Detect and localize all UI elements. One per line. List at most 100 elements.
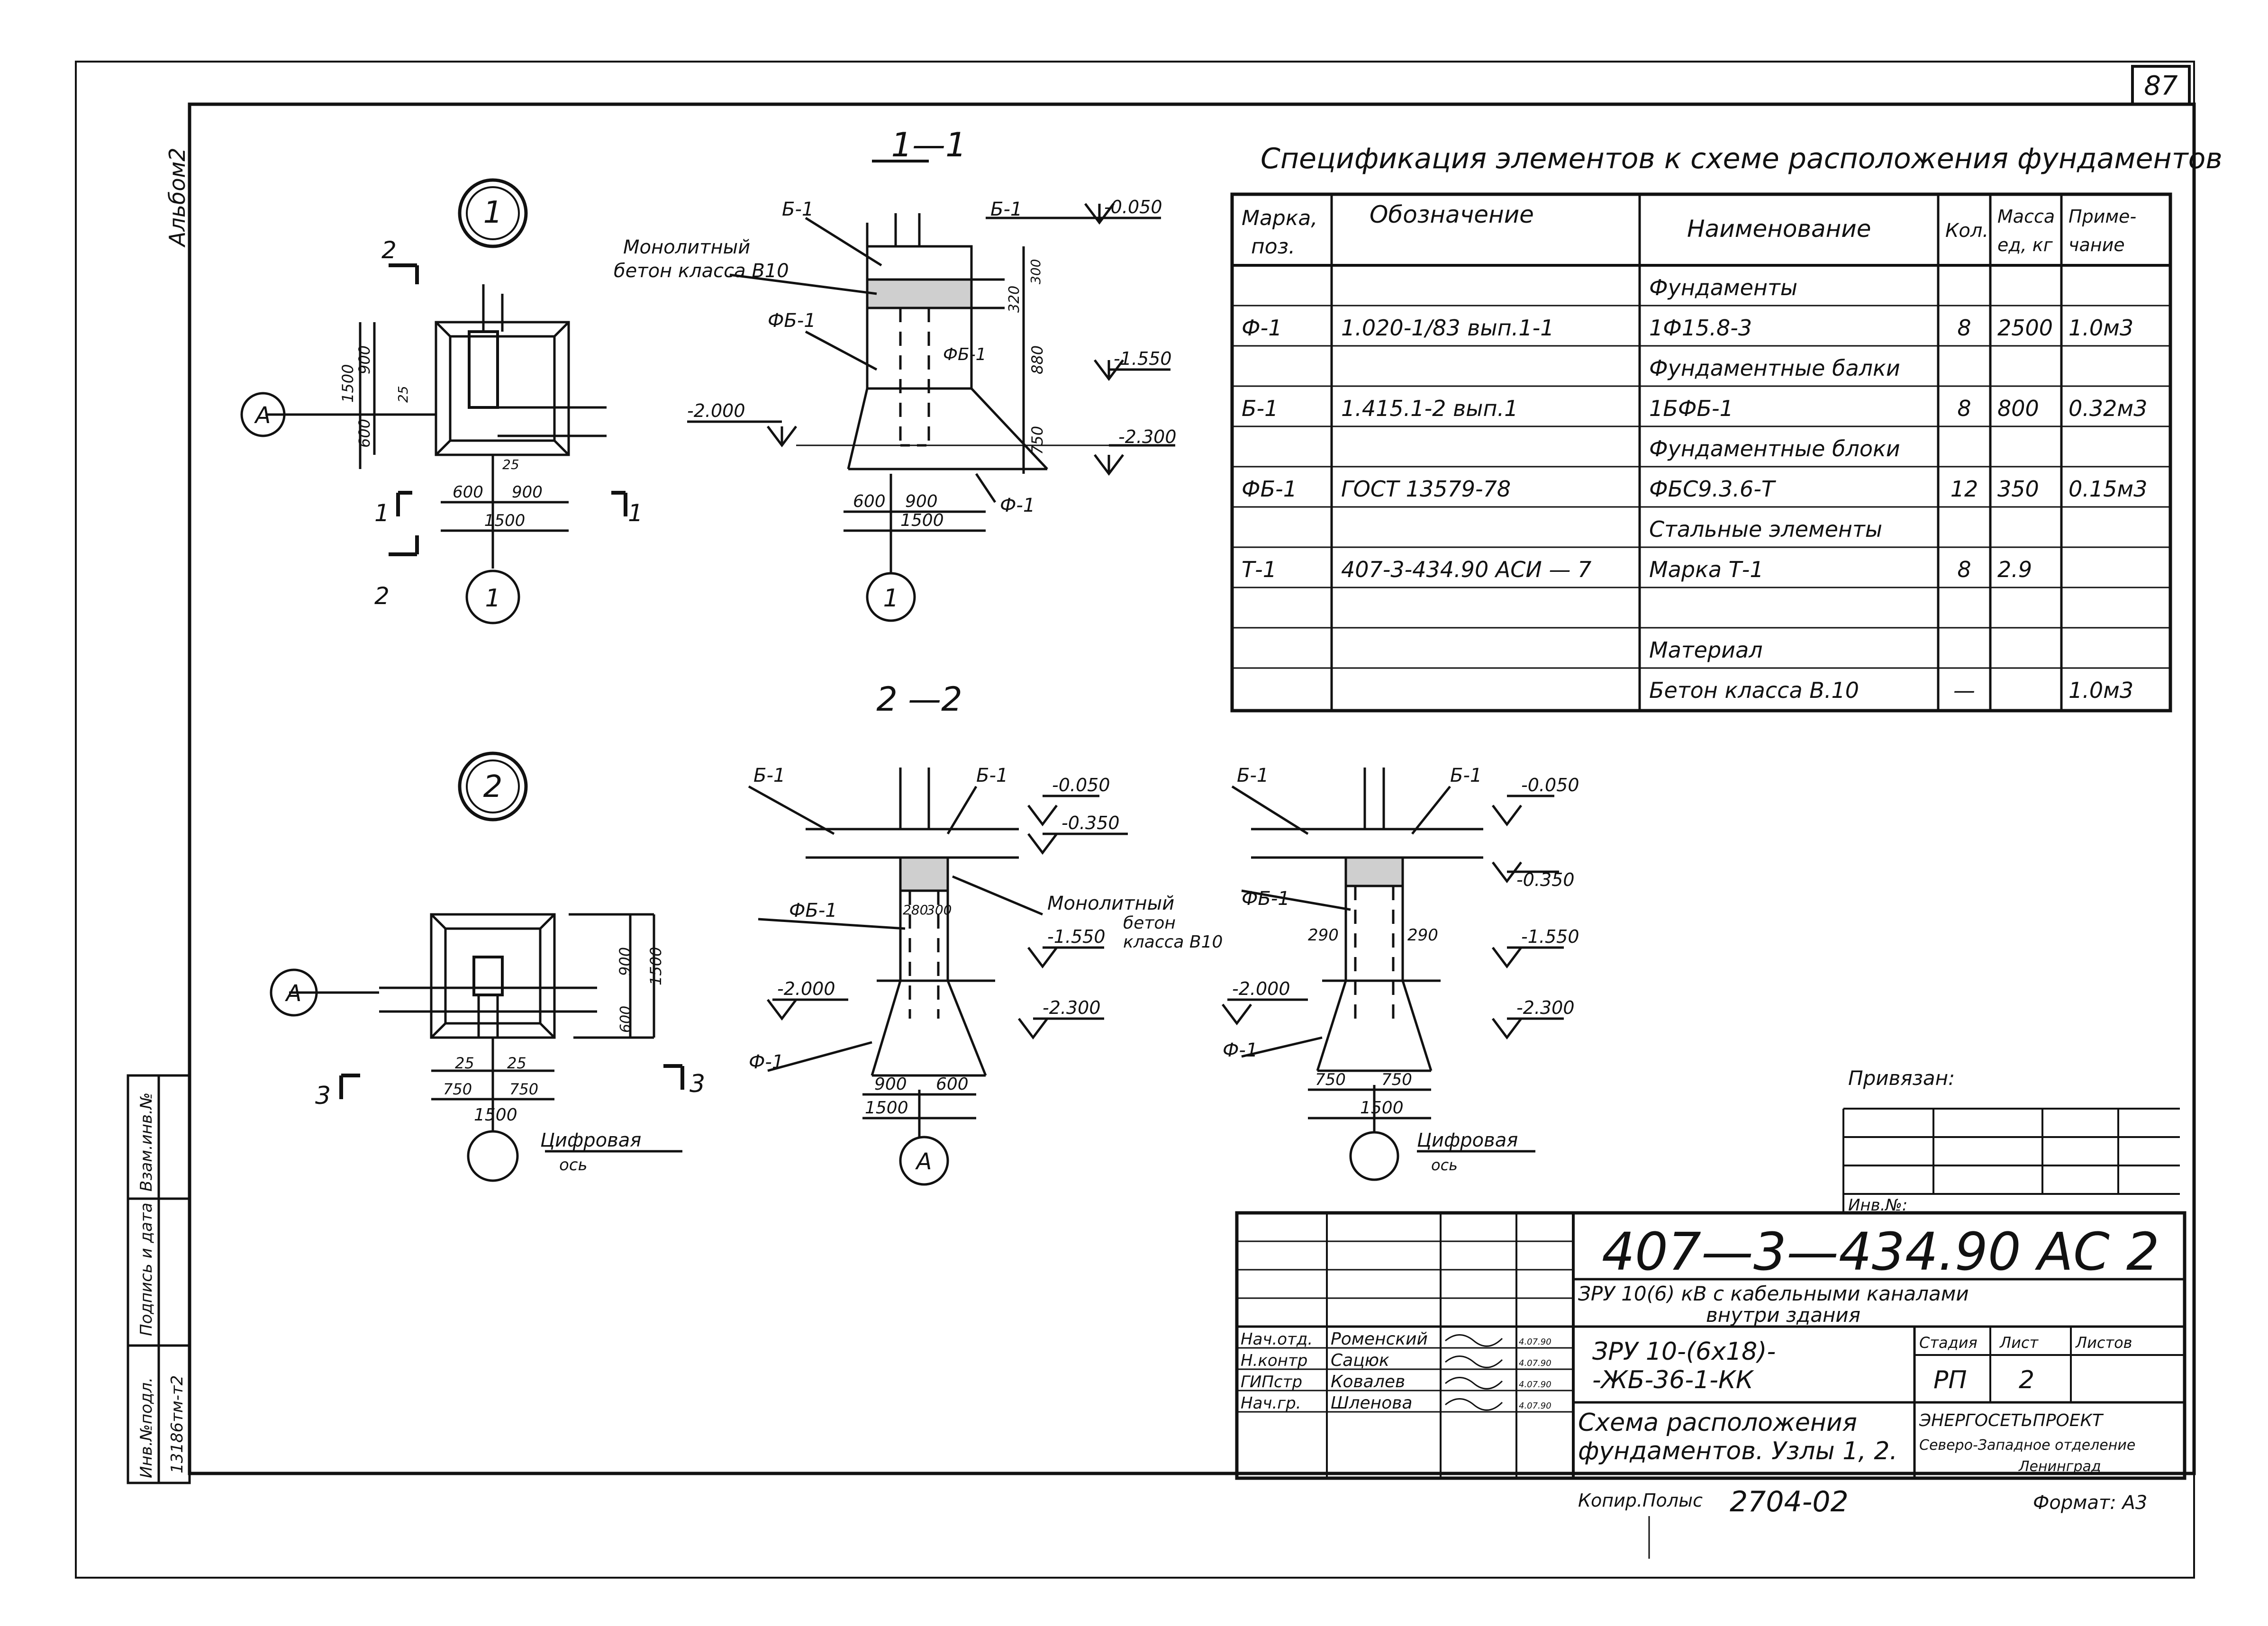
s11-dim-900: 900 bbox=[905, 492, 938, 511]
s11-monolith2: бетон класса В10 bbox=[614, 260, 789, 282]
s11-fb1-inner: ФБ-1 bbox=[943, 345, 987, 364]
node2-dim-900v: 900 bbox=[616, 947, 634, 976]
section11-title: 1—1 bbox=[891, 126, 966, 164]
spec-header: Масса bbox=[1997, 206, 2055, 227]
node2-dim-600v: 600 bbox=[617, 1006, 634, 1033]
s11-dim-600: 600 bbox=[853, 492, 886, 511]
title-sheet-no: 2 bbox=[2019, 1366, 2034, 1394]
s11-dim-750: 750 bbox=[1028, 426, 1046, 455]
node2-dim-25b: 25 bbox=[507, 1054, 526, 1072]
spec-header: Приме- bbox=[2068, 206, 2136, 227]
spec-cell: ГОСТ 13579-78 bbox=[1341, 476, 1511, 502]
s22-monolith: Монолитный bbox=[1047, 893, 1174, 914]
s3-fb1: ФБ-1 bbox=[1242, 888, 1290, 910]
spec-cell: 1.0м3 bbox=[2068, 315, 2133, 341]
signature-scribble bbox=[1445, 1355, 1503, 1368]
title-project2: внутри здания bbox=[1706, 1303, 1860, 1327]
title-drawing: Схема расположения bbox=[1578, 1409, 1857, 1437]
s22-dim-280: 280 bbox=[903, 902, 928, 918]
s3-dim-290a: 290 bbox=[1308, 926, 1339, 945]
title-stage-header: Стадия bbox=[1919, 1334, 1978, 1352]
person-name: Сацюк bbox=[1331, 1351, 1389, 1370]
s3-digital-axis2: ось bbox=[1431, 1156, 1458, 1174]
s22-dim-600: 600 bbox=[936, 1075, 969, 1094]
node2-dim-1500v: 1500 bbox=[647, 947, 665, 985]
spec-cell: Стальные элементы bbox=[1649, 516, 1882, 542]
spec-cell: 1Ф15.8-3 bbox=[1649, 315, 1752, 341]
title-drawing2: фундаментов. Узлы 1, 2. bbox=[1578, 1437, 1897, 1465]
title-code: 407—3—434.90 АС 2 bbox=[1602, 1221, 2159, 1282]
inner-frame bbox=[188, 102, 2196, 1475]
page-number-box bbox=[2131, 65, 2191, 106]
person-name: Шленова bbox=[1331, 1393, 1413, 1413]
s3-elev-0050: -0.050 bbox=[1521, 775, 1579, 795]
cut-1-right: 1 bbox=[628, 499, 643, 527]
s3-dim-290b: 290 bbox=[1407, 926, 1438, 945]
s22-elev-0350: -0.350 bbox=[1061, 813, 1120, 833]
title-sheet-header: Лист bbox=[1999, 1334, 2039, 1352]
person-name: Роменский bbox=[1331, 1329, 1428, 1349]
spec-cell: 0.15м3 bbox=[2068, 476, 2147, 502]
spec-cell: Фундаментные балки bbox=[1649, 355, 1900, 381]
spec-header-cont: ед, кг bbox=[1997, 235, 2053, 255]
left-stamp-inv-podl: Инв.№подл. bbox=[137, 1377, 156, 1478]
signature-scribble bbox=[1445, 1334, 1503, 1347]
title-sheets-header: Листов bbox=[2075, 1334, 2132, 1352]
person-name: Ковалев bbox=[1331, 1372, 1405, 1391]
spec-header-cont: чание bbox=[2068, 235, 2125, 255]
section3-drawing bbox=[1222, 768, 1564, 1181]
axis-1-node1: 1 bbox=[485, 584, 500, 613]
cut-3-right: 3 bbox=[689, 1070, 705, 1098]
axis-A-node1: A bbox=[254, 402, 271, 429]
node1-circle-label: 1 bbox=[483, 195, 503, 230]
node2-circle-label: 2 bbox=[483, 769, 503, 804]
s3-elev-2000: -2.000 bbox=[1232, 978, 1290, 999]
s22-dim-1500: 1500 bbox=[865, 1098, 908, 1118]
s22-elev-2000: -2.000 bbox=[777, 978, 835, 999]
title-org: ЭНЕРГОСЕТЬПРОЕКТ bbox=[1919, 1411, 2104, 1430]
s3-digital-axis: Цифровая bbox=[1417, 1129, 1518, 1151]
node2-dim-1500: 1500 bbox=[474, 1105, 517, 1125]
spec-title: Спецификация элементов к схеме расположе… bbox=[1261, 142, 2223, 175]
spec-cell: Марка Т-1 bbox=[1649, 557, 1764, 582]
spec-cell: 0.32м3 bbox=[2068, 396, 2147, 421]
node1-dim-25: 25 bbox=[395, 386, 411, 403]
person-date: 4.07.90 bbox=[1519, 1401, 1551, 1411]
title-block-grid bbox=[1235, 1211, 2186, 1480]
s3-b1-right: Б-1 bbox=[1450, 765, 1482, 786]
signature-scribble bbox=[1445, 1398, 1503, 1411]
s3-elev-2300: -2.300 bbox=[1516, 997, 1575, 1018]
node1-dim-900v: 900 bbox=[355, 345, 373, 374]
s11-elev-0050: -0.050 bbox=[1104, 197, 1162, 217]
spec-cell: 8 bbox=[1957, 557, 1971, 582]
node1-dim-1500v: 1500 bbox=[339, 364, 357, 403]
node1-dim-25b: 25 bbox=[502, 457, 519, 472]
left-stamp-grid bbox=[127, 1074, 191, 1484]
spec-header: Кол. bbox=[1945, 220, 1988, 242]
spec-cell: 800 bbox=[1997, 396, 2039, 421]
node2-digital-axis: Цифровая bbox=[540, 1129, 641, 1151]
s22-monolith2: бетон bbox=[1123, 913, 1176, 933]
album-label: Альбом2 bbox=[164, 148, 190, 248]
s3-b1-left: Б-1 bbox=[1237, 765, 1269, 786]
left-stamp-signature: Подпись и дата bbox=[137, 1202, 156, 1336]
s3-dim-750a: 750 bbox=[1315, 1070, 1346, 1089]
left-stamp-vzam: Взам.инв.№ bbox=[137, 1093, 156, 1192]
node1-dim-600: 600 bbox=[453, 483, 483, 502]
s11-elev-2300: -2.300 bbox=[1118, 426, 1177, 447]
s11-b1-right: Б-1 bbox=[990, 199, 1022, 220]
s11-fb1: ФБ-1 bbox=[768, 310, 816, 332]
s22-b1-left: Б-1 bbox=[753, 765, 785, 786]
node1-dim-1500: 1500 bbox=[484, 511, 526, 530]
title-project: ЗРУ 10(6) кВ с кабельными каналами bbox=[1578, 1282, 1969, 1305]
s22-elev-1550: -1.550 bbox=[1047, 926, 1106, 947]
s22-elev-2300: -2.300 bbox=[1043, 997, 1101, 1018]
cut-2-bottom: 2 bbox=[374, 582, 390, 610]
s22-elev-0050: -0.050 bbox=[1052, 775, 1110, 795]
s22-fb1: ФБ-1 bbox=[789, 900, 837, 921]
node2-dim-750b: 750 bbox=[509, 1080, 538, 1098]
cut-2-top: 2 bbox=[381, 236, 397, 264]
title-format: Формат: А3 bbox=[2033, 1492, 2147, 1514]
